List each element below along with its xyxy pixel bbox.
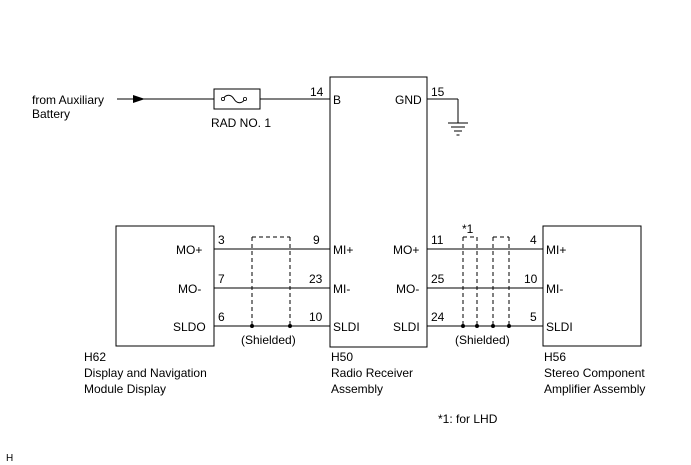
ground-icon [448,122,468,136]
radio-code: H50 [331,350,353,364]
radio-pin-sldi-right-num: 24 [431,310,445,324]
amp-pin-mi-plus-num: 4 [530,233,537,247]
radio-pin-mo-plus-name: MO+ [393,243,419,257]
amplifier-name-line1: Stereo Component [544,366,645,380]
radio-pin-mo-minus-name: MO- [396,282,419,296]
amp-pin-mi-minus-num: 10 [524,272,538,286]
shield-left-label: (Shielded) [241,333,296,347]
amplifier-name-line2: Amplifier Assembly [544,382,645,396]
fuse-element-icon [222,94,246,104]
display-module-box [115,225,215,347]
amp-pin-mi-plus-name: MI+ [546,243,566,257]
radio-pin-mi-plus-num: 9 [313,233,320,247]
radio-pin-sldi-left-num: 10 [309,310,323,324]
radio-pin-gnd-name: GND [395,93,422,107]
radio-pin-mi-minus-num: 23 [309,272,323,286]
corner-mark: H [6,453,13,464]
source-label-line2: Battery [32,107,70,121]
lhd-note-marker: *1 [462,222,474,236]
arrow-icon [133,95,145,103]
source-label-line1: from Auxiliary [32,93,104,107]
radio-pin-mi-plus-name: MI+ [333,243,353,257]
radio-pin-mo-plus-num: 11 [431,233,444,247]
radio-pin-b-name: B [333,93,341,107]
footnote: *1: for LHD [438,412,498,426]
display-name-line1: Display and Navigation [84,366,207,380]
radio-pin-sldi-left-name: SLDI [333,320,360,334]
radio-name-line1: Radio Receiver [331,366,413,380]
radio-name-line2: Assembly [331,382,383,396]
shield-right-label: (Shielded) [455,333,510,347]
display-pin-mo-plus-name: MO+ [176,243,202,257]
radio-receiver-box [329,76,428,348]
amp-pin-mi-minus-name: MI- [546,282,563,296]
fuse-symbol [213,88,261,110]
amplifier-code: H56 [544,350,566,364]
shield-right-outer [491,236,511,328]
radio-pin-gnd-num: 15 [431,85,445,99]
radio-pin-mi-minus-name: MI- [333,282,350,296]
radio-pin-sldi-right-name: SLDI [393,320,420,334]
display-pin-mo-minus-num: 7 [218,272,225,286]
amp-pin-sldi-num: 5 [530,310,537,324]
shield-right-inner [461,236,479,328]
display-code: H62 [84,350,106,364]
display-pin-mo-minus-name: MO- [178,282,201,296]
fuse-label: RAD NO. 1 [211,116,271,130]
fuse-terminal [220,97,225,102]
shield-left [250,236,292,328]
display-pin-mo-plus-num: 3 [218,233,225,247]
radio-pin-b-num: 14 [310,85,324,99]
display-name-line2: Module Display [84,382,166,396]
amp-pin-sldi-name: SLDI [546,320,573,334]
amplifier-box [542,225,642,347]
display-pin-sldo-num: 6 [218,310,225,324]
display-pin-sldo-name: SLDO [173,320,206,334]
radio-pin-mo-minus-num: 25 [431,272,445,286]
fuse-terminal [242,97,247,102]
